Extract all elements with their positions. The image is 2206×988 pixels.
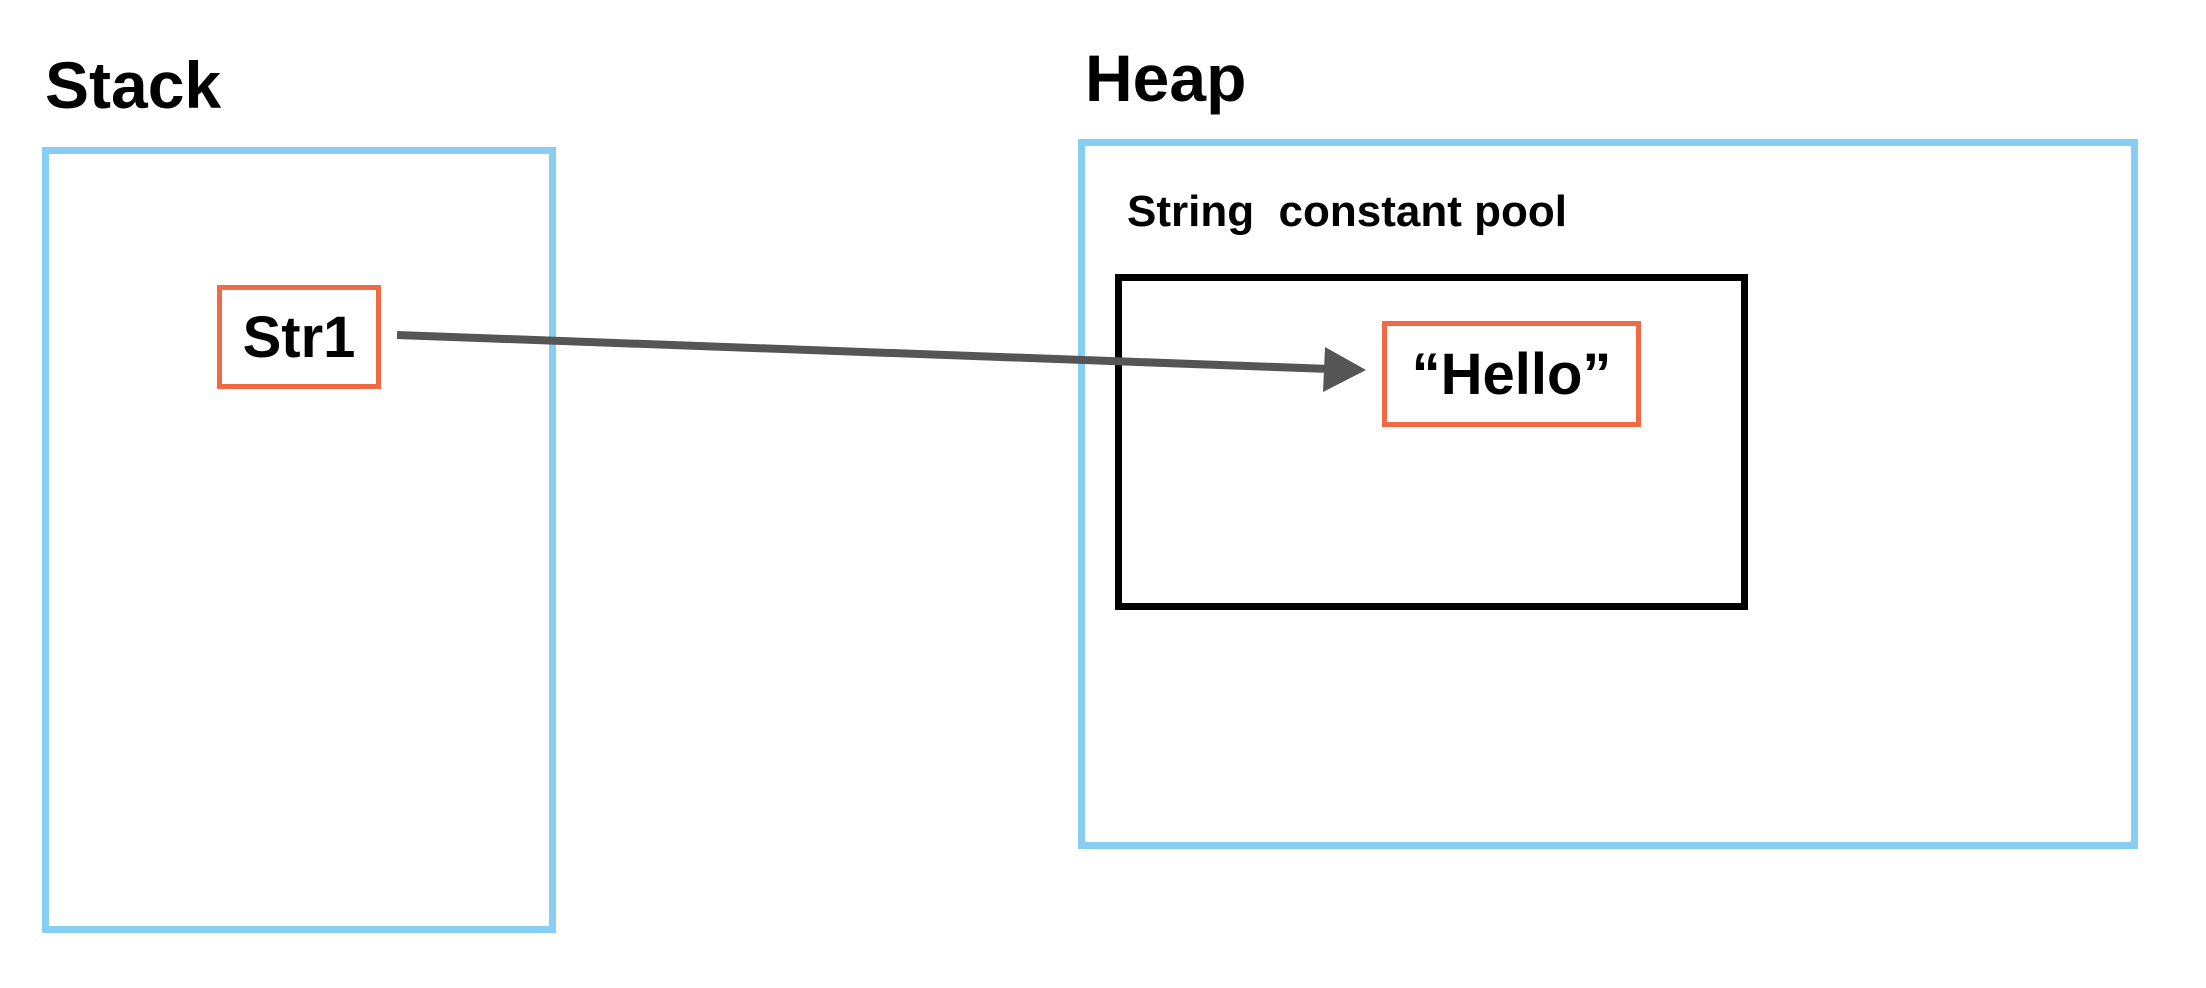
arrow-line <box>396 331 1331 373</box>
str1-variable-box: Str1 <box>217 285 381 389</box>
stack-region <box>42 147 556 933</box>
str1-label: Str1 <box>242 304 356 370</box>
hello-string-label: “Hello” <box>1411 341 1612 407</box>
string-constant-pool-box <box>1115 274 1748 610</box>
heap-title: Heap <box>1085 41 1247 115</box>
arrow-head <box>1323 347 1366 392</box>
stack-title: Stack <box>45 48 222 122</box>
string-constant-pool-label: String constant pool <box>1127 187 1567 236</box>
hello-string-box: “Hello” <box>1382 321 1641 427</box>
heap-region <box>1078 139 2138 849</box>
